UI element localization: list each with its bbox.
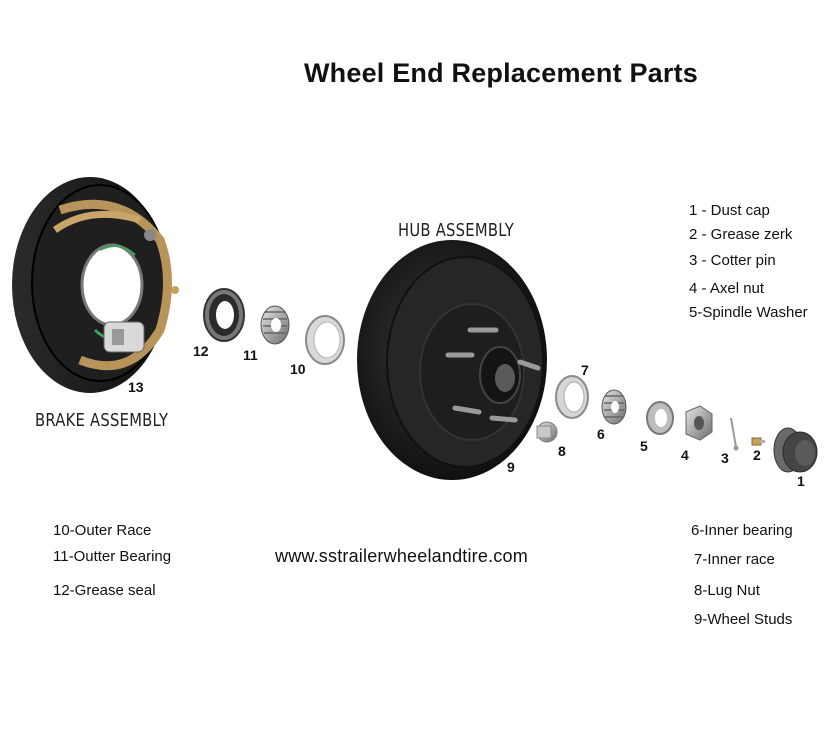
legend-item-wheel-studs: 9-Wheel Studs	[694, 611, 793, 628]
lug-nut-illustration	[536, 421, 558, 443]
callout-11: 11	[243, 347, 258, 363]
callout-2: 2	[753, 447, 761, 463]
website-url: www.sstrailerwheelandtire.com	[275, 546, 528, 566]
hub-drum-illustration	[357, 240, 547, 480]
legend-item-inner-bearing: 6-Inner bearing	[691, 522, 793, 539]
legend-item-outer-bearing: 11-Outter Bearing	[53, 548, 172, 565]
legend-item-spindle-washer: 5-Spindle Washer	[689, 304, 808, 321]
callout-5: 5	[640, 438, 648, 454]
dust-cap-illustration	[773, 427, 818, 473]
brake-assembly-label: BRAKE ASSEMBLY	[35, 410, 169, 431]
legend-item-grease-seal: 12-Grease seal	[53, 582, 156, 599]
callout-3: 3	[721, 450, 729, 466]
callout-6: 6	[597, 426, 605, 442]
legend-item-grease-zerk: 2 - Grease zerk	[689, 226, 793, 243]
grease-zerk-illustration	[751, 437, 765, 446]
callout-13: 13	[128, 379, 144, 395]
grease-seal-illustration	[203, 288, 245, 342]
callout-12: 12	[193, 343, 209, 359]
callout-7: 7	[581, 362, 589, 378]
brake-assembly-illustration	[12, 177, 179, 393]
legend-item-dust-cap: 1 - Dust cap	[689, 202, 770, 219]
cotter-pin-illustration	[730, 417, 739, 451]
legend-item-inner-race: 7-Inner race	[694, 551, 775, 568]
callout-4: 4	[681, 447, 689, 463]
callout-10: 10	[290, 361, 306, 377]
spindle-washer-illustration	[646, 401, 674, 435]
inner-race-illustration	[555, 375, 589, 419]
page-title: Wheel End Replacement Parts	[303, 58, 698, 88]
legend-item-axle-nut: 4 - Axel nut	[689, 280, 765, 297]
callout-1: 1	[797, 473, 805, 489]
callout-8: 8	[558, 443, 566, 459]
hub-assembly-label: HUB ASSEMBLY	[398, 220, 514, 241]
legend-item-lug-nut: 8-Lug Nut	[694, 582, 760, 599]
callout-9: 9	[507, 459, 515, 475]
legend-item-outer-race: 10-Outer Race	[53, 522, 152, 539]
axle-nut-illustration	[685, 405, 713, 441]
outer-bearing-illustration	[260, 305, 290, 345]
legend-item-cotter-pin: 3 - Cotter pin	[689, 252, 776, 269]
outer-race-illustration	[305, 315, 345, 365]
inner-bearing-illustration	[601, 389, 627, 425]
